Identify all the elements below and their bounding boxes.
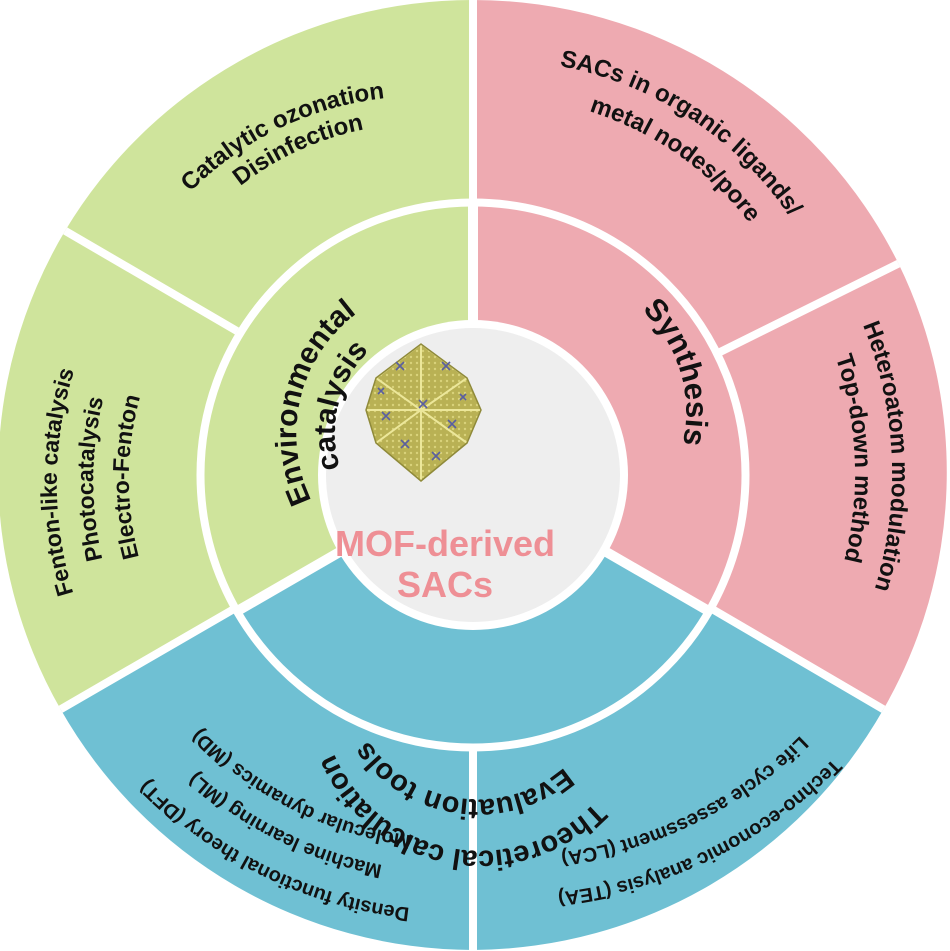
mof-crystal-icon bbox=[365, 343, 482, 482]
segment-fenton-like-catalysis bbox=[0, 230, 237, 710]
ring-separators bbox=[58, 0, 901, 951]
segment-density-functional-theory bbox=[60, 609, 473, 950]
segment-catalytic-ozonation bbox=[65, 0, 473, 332]
center-label-line2: SACs bbox=[397, 564, 493, 605]
segment-techno-economic-analysis bbox=[473, 609, 884, 950]
segment-heteroatom-modulation bbox=[712, 263, 947, 710]
center-label-line1: MOF-derived bbox=[335, 523, 555, 564]
segment-sacs-in-organic-ligands bbox=[473, 0, 899, 353]
